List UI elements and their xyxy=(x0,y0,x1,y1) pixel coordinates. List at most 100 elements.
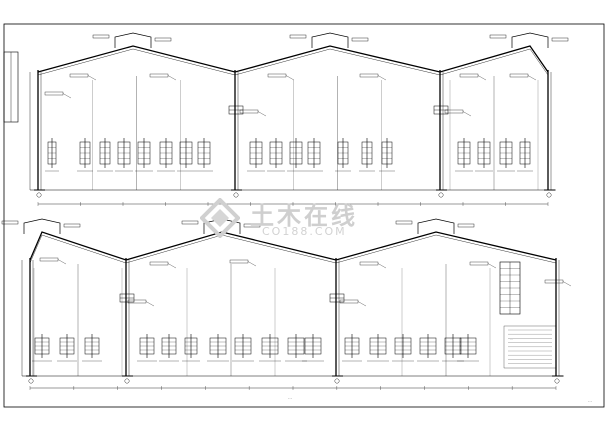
callout-leader xyxy=(247,261,257,267)
connection-detail xyxy=(457,334,479,362)
connection-detail xyxy=(342,334,362,362)
grid-bubble xyxy=(36,192,42,198)
connection-detail xyxy=(302,334,324,362)
connection-detail xyxy=(259,334,281,362)
roof-rafter xyxy=(37,45,549,73)
grid-bubble xyxy=(124,378,130,384)
ridge-monitor xyxy=(511,32,549,48)
connection-detail xyxy=(367,334,389,362)
callout-leader xyxy=(377,263,387,269)
grid-bubble xyxy=(554,378,560,384)
ridge-tag xyxy=(289,34,307,39)
connection-detail xyxy=(77,138,93,172)
callout-leader xyxy=(487,263,497,269)
ridge-tag xyxy=(551,37,569,42)
connection-detail xyxy=(157,138,175,172)
connection-detail xyxy=(247,138,265,172)
callout-leader xyxy=(285,75,295,81)
callout-label xyxy=(267,73,287,78)
ridge-monitor xyxy=(114,32,152,48)
connection-detail xyxy=(137,334,157,362)
connection-detail xyxy=(379,138,395,172)
callout-label xyxy=(149,73,169,78)
lower-elevation-title: … xyxy=(288,395,292,400)
callout-leader xyxy=(87,75,97,81)
connection-detail xyxy=(115,138,133,172)
callout-label xyxy=(444,109,464,114)
connection-detail xyxy=(455,138,473,172)
outer-frame xyxy=(3,23,605,408)
callout-leader xyxy=(62,93,72,99)
connection-detail xyxy=(359,138,375,172)
callout-label xyxy=(149,261,169,266)
callout-label xyxy=(509,73,529,78)
connection-detail xyxy=(335,138,351,172)
grid-bubble xyxy=(334,378,340,384)
upper-elevation xyxy=(29,32,569,206)
connection-detail xyxy=(32,334,52,362)
ridge-tag xyxy=(181,220,199,225)
connection-detail xyxy=(285,334,307,362)
callout-label xyxy=(359,73,379,78)
callout-label xyxy=(229,259,249,264)
ridge-tag xyxy=(1,220,19,225)
callout-leader xyxy=(377,75,387,81)
connection-detail xyxy=(417,334,439,362)
grid-bubble xyxy=(233,192,239,198)
connection-detail xyxy=(392,334,414,362)
connection-detail xyxy=(475,138,493,172)
callout-leader xyxy=(462,111,472,117)
ridge-tag xyxy=(154,37,172,42)
connection-detail xyxy=(45,138,59,172)
callout-label xyxy=(469,261,489,266)
connection-detail xyxy=(177,138,195,172)
callout-leader xyxy=(257,111,267,117)
connection-detail xyxy=(517,138,533,172)
callout-label xyxy=(359,261,379,266)
ridge-tag xyxy=(457,223,475,228)
callout-label xyxy=(44,91,64,96)
callout-label xyxy=(339,299,359,304)
callout-leader xyxy=(562,281,572,287)
notes-text: … xyxy=(510,337,513,341)
ridge-monitor xyxy=(417,218,455,234)
callout-label xyxy=(459,73,479,78)
callout-leader xyxy=(357,301,367,307)
roof-rafter-inner xyxy=(37,48,549,76)
connection-detail xyxy=(305,138,323,172)
connection-detail xyxy=(159,334,179,362)
ridge-tag xyxy=(351,37,369,42)
connection-detail xyxy=(195,138,213,172)
grid-bubble xyxy=(546,192,552,198)
ridge-monitor xyxy=(23,218,61,234)
callout-leader xyxy=(167,75,177,81)
ridge-tag xyxy=(395,220,413,225)
notes-block: … xyxy=(510,337,513,341)
connection-detail xyxy=(57,334,77,362)
grid-bubble xyxy=(438,192,444,198)
connection-detail xyxy=(267,138,285,172)
connection-detail xyxy=(182,334,200,362)
callout-label xyxy=(127,299,147,304)
connection-detail xyxy=(135,138,153,172)
lower-elevation xyxy=(1,218,572,390)
ridge-monitor xyxy=(311,32,349,48)
callout-label xyxy=(39,257,59,262)
callout-label xyxy=(544,279,564,284)
connection-detail xyxy=(232,334,254,362)
ridge-tag xyxy=(489,34,507,39)
callout-leader xyxy=(527,75,537,81)
ridge-tag xyxy=(63,223,81,228)
connection-detail xyxy=(97,138,113,172)
callout-label xyxy=(239,109,259,114)
connection-detail xyxy=(497,138,515,172)
connection-detail xyxy=(287,138,305,172)
callout-label xyxy=(69,73,89,78)
connection-detail xyxy=(207,334,229,362)
ridge-tag xyxy=(243,223,261,228)
callout-leader xyxy=(477,75,487,81)
callout-leader xyxy=(167,263,177,269)
grid-bubble xyxy=(28,378,34,384)
ridge-tag xyxy=(92,34,110,39)
